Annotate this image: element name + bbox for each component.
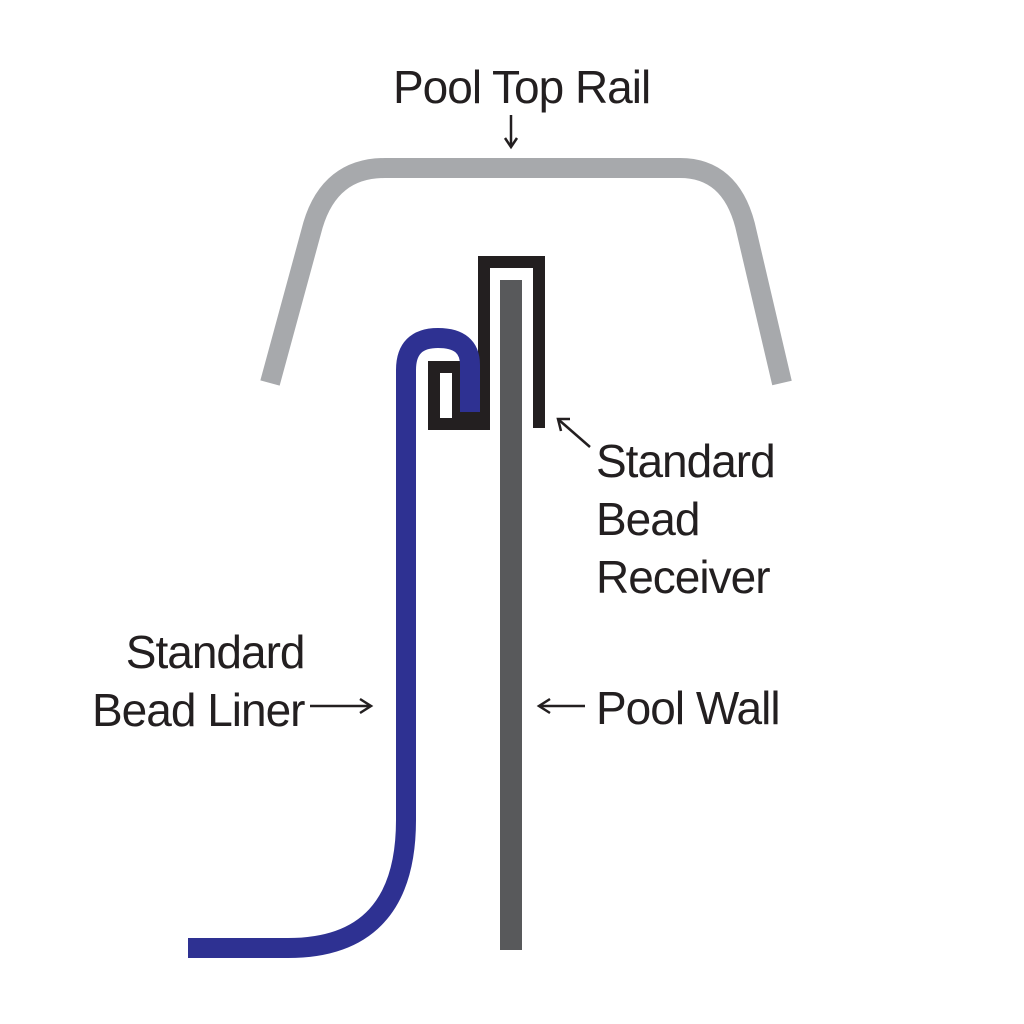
bead-receiver [428, 256, 545, 430]
label-standard-bead-liner: Standard Bead Liner [92, 623, 305, 739]
label-pool-top-rail-text: Pool Top Rail [393, 61, 651, 113]
pool-wall [500, 280, 522, 950]
label-receiver-line-2: Bead [596, 493, 700, 545]
label-receiver-line-1: Standard [596, 435, 776, 487]
arrow-right-icon [310, 697, 374, 715]
pool-top-rail [260, 158, 792, 386]
arrow-down-icon [503, 115, 519, 150]
label-pool-wall-text: Pool Wall [596, 682, 781, 734]
label-pool-top-rail: Pool Top Rail [393, 58, 651, 116]
label-standard-bead-receiver: Standard Bead Receiver [596, 432, 776, 606]
label-receiver-line-3: Receiver [596, 551, 771, 603]
label-pool-wall: Pool Wall [596, 679, 781, 737]
arrow-up-left-icon [556, 417, 591, 448]
arrow-left-icon [536, 697, 585, 715]
label-liner-line-1: Standard [125, 626, 306, 678]
bead-liner [188, 328, 480, 958]
label-liner-line-2: Bead Liner [92, 684, 305, 736]
